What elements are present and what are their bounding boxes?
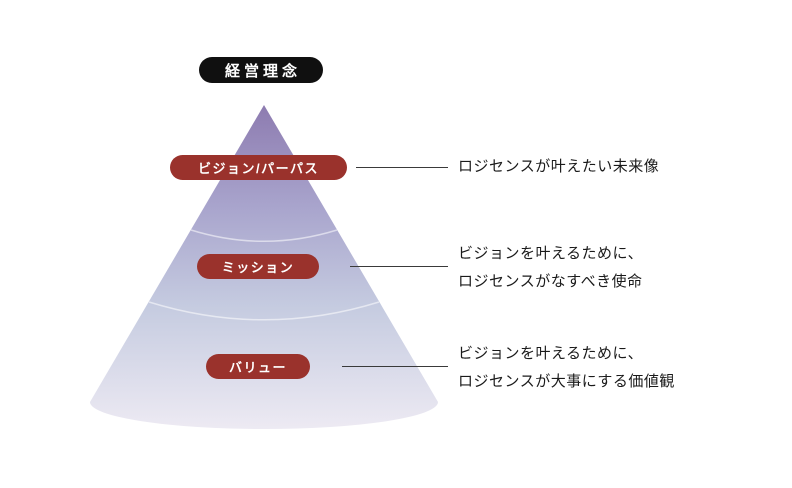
connector-line-value	[342, 366, 448, 367]
level-pill-vision: ビジョン/パーパス	[170, 155, 347, 180]
cone-divider-upper	[190, 229, 338, 242]
cone-divider-lower	[148, 301, 380, 321]
level-pill-vision-label: ビジョン/パーパス	[198, 161, 319, 176]
description-mission-line-1: ビジョンを叶えるために、	[458, 245, 644, 262]
description-value-line-2: ロジセンスが大事にする価値観	[458, 373, 675, 390]
level-pill-mission: ミッション	[197, 254, 319, 279]
description-vision-line-1: ロジセンスが叶えたい未来像	[458, 158, 660, 175]
description-value-line-1: ビジョンを叶えるために、	[458, 345, 644, 362]
level-pill-mission-label: ミッション	[221, 260, 295, 275]
level-pill-value-label: バリュー	[228, 360, 287, 375]
title-badge-label: 経営理念	[224, 62, 301, 80]
connector-line-vision	[356, 167, 448, 168]
connector-line-mission	[350, 266, 448, 267]
title-badge: 経営理念	[199, 57, 323, 83]
description-value: ビジョンを叶えるために、 ロジセンスが大事にする価値観	[458, 340, 675, 396]
description-vision: ロジセンスが叶えたい未来像	[458, 153, 659, 181]
description-mission-line-2: ロジセンスがなすべき使命	[458, 273, 643, 290]
description-mission: ビジョンを叶えるために、 ロジセンスがなすべき使命	[458, 240, 643, 296]
level-pill-value: バリュー	[206, 354, 310, 379]
